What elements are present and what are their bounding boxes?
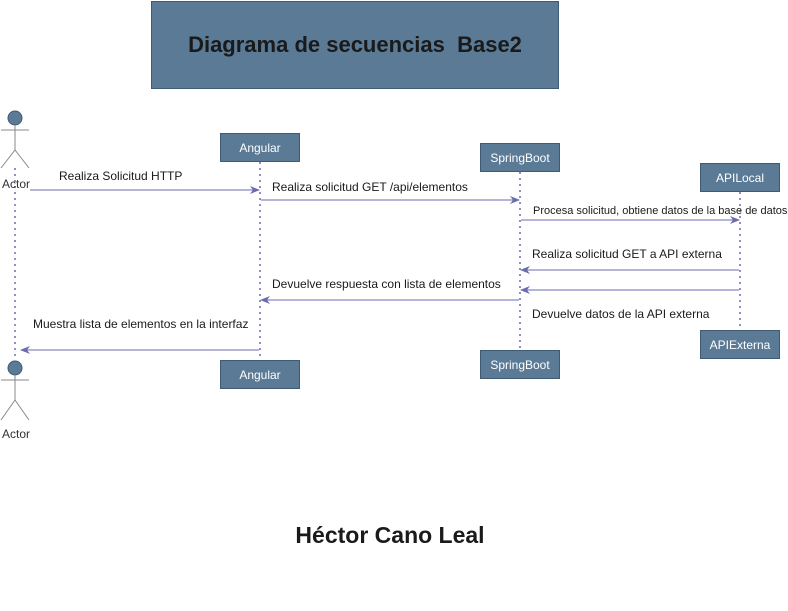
message-label-2: Realiza solicitud GET /api/elementos — [272, 180, 468, 194]
message-label-1: Realiza Solicitud HTTP — [59, 169, 183, 183]
title-box: Diagrama de secuencias Base2 — [151, 1, 559, 89]
message-label-5: Devuelve datos de la API externa — [532, 307, 710, 321]
message-label-3: Procesa solicitud, obtiene datos de la b… — [533, 205, 788, 217]
springboot-box-top: SpringBoot — [480, 143, 560, 172]
angular-label-bottom: Angular — [239, 367, 281, 382]
diagram-title: Diagrama de secuencias Base2 — [188, 32, 522, 57]
message-label-7: Muestra lista de elementos en la interfa… — [33, 317, 249, 331]
apiexterna-label: APIExterna — [709, 337, 771, 352]
message-label-6: Devuelve respuesta con lista de elemento… — [272, 277, 501, 291]
springboot-box-bottom: SpringBoot — [480, 350, 560, 379]
actor-top-label: Actor — [2, 177, 31, 191]
springboot-label-bottom: SpringBoot — [490, 357, 550, 372]
actor-top-figure — [0, 110, 30, 169]
angular-box-bottom: Angular — [220, 360, 300, 389]
apilocal-label: APILocal — [715, 170, 765, 185]
message-label-4: Realiza solicitud GET a API externa — [532, 247, 722, 261]
apilocal-box: APILocal — [700, 163, 780, 192]
actor-bottom-figure — [0, 360, 30, 421]
apiexterna-box: APIExterna — [700, 330, 780, 359]
springboot-label-top: SpringBoot — [490, 150, 550, 165]
author-name: Héctor Cano Leal — [295, 522, 485, 548]
actor-bottom-label: Actor — [2, 427, 31, 441]
angular-label-top: Angular — [239, 140, 281, 155]
angular-box-top: Angular — [220, 133, 300, 162]
